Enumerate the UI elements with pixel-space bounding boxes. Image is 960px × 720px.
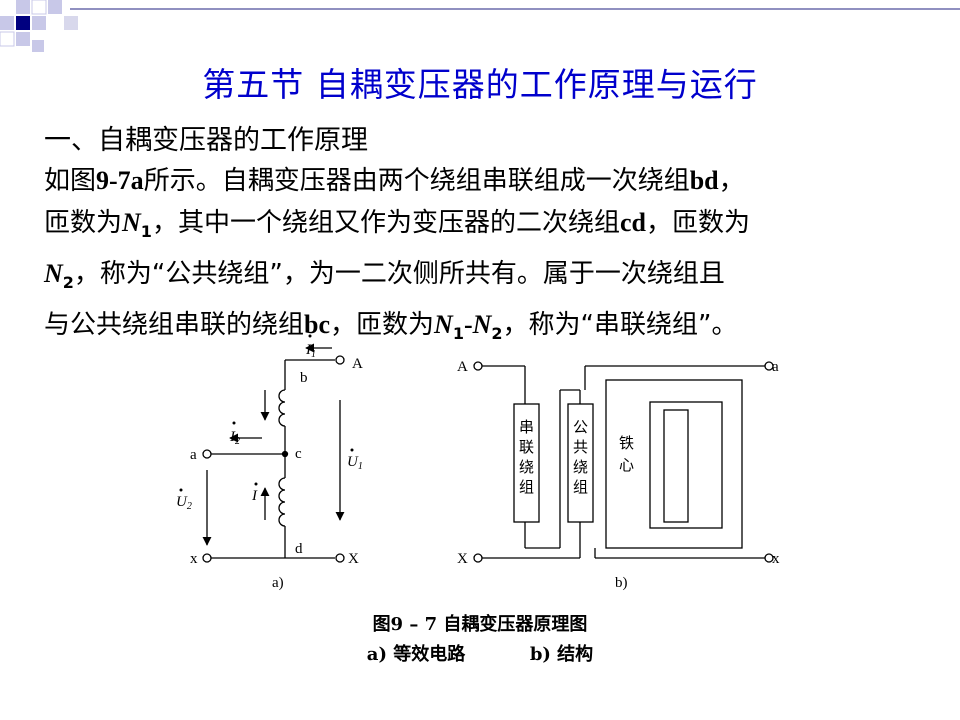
equivalent-circuit	[202, 343, 345, 563]
struct-A-label: A	[457, 359, 468, 375]
caption-part-a: a) 等效电路	[366, 644, 466, 665]
paragraph-line-4: 与公共绕组串联的绕组bc，匝数为N1-N2，称为“串联绕组”。	[44, 310, 738, 344]
common-winding-char-2: 共	[573, 438, 588, 456]
figure-caption-title: 图9 – 7 自耦变压器原理图	[372, 614, 588, 635]
voltage-U1-label: U1	[347, 454, 363, 472]
struct-X-label: X	[457, 551, 468, 567]
terminal-x-label: x	[190, 551, 198, 567]
structure-labels: A a X x 串 联 绕 组 公 共 绕 组 铁 心 b)	[457, 359, 780, 591]
series-winding-char-2: 联	[519, 438, 534, 456]
series-winding-char-4: 组	[519, 478, 534, 496]
node-c-label: c	[295, 446, 302, 462]
node-b-label: b	[300, 370, 308, 386]
series-winding-char-3: 绕	[519, 458, 534, 476]
struct-a-label: a	[772, 359, 779, 375]
corner-decoration	[0, 0, 960, 52]
section-heading: 一、自耦变压器的工作原理	[44, 125, 368, 156]
common-winding-char-3: 绕	[573, 458, 588, 476]
core-char-1: 铁	[619, 434, 634, 452]
caption-part-b: b) 结构	[529, 644, 594, 665]
terminal-X-label: X	[348, 551, 359, 567]
paragraph-line-2: 匝数为N1，其中一个绕组又作为变压器的二次绕组cd，匝数为	[44, 208, 750, 242]
core-char-2: 心	[619, 456, 634, 474]
body-paragraph: 如图9-7a所示。自耦变压器由两个绕组串联组成一次绕组bd， 匝数为N1，其中一…	[44, 160, 924, 356]
voltage-U2-label: U2	[176, 494, 192, 512]
node-d-label: d	[295, 541, 303, 557]
figure-b-tag: b)	[615, 575, 628, 591]
current-I-label: I	[251, 488, 258, 504]
structure-diagram	[473, 361, 774, 563]
figure-a-tag: a)	[272, 575, 284, 591]
struct-x-label: x	[772, 551, 780, 567]
common-winding-char-1: 公	[573, 418, 588, 436]
slide-title: 第五节 自耦变压器的工作原理与运行	[202, 65, 758, 104]
series-winding-char-1: 串	[519, 418, 534, 436]
terminal-a-label: a	[190, 447, 197, 463]
paragraph-line-1: 如图9-7a所示。自耦变压器由两个绕组串联组成一次绕组bd，	[44, 166, 745, 196]
paragraph-line-3: N2，称为“公共绕组”，为一二次侧所共有。属于一次绕组且	[44, 259, 725, 293]
circuit-labels: b c d A a x X I1 I2 I U1 U2 a)	[176, 334, 363, 591]
current-I1-label: I1	[305, 342, 316, 360]
common-winding-char-4: 组	[573, 478, 588, 496]
terminal-A-label: A	[352, 356, 363, 372]
figure-caption-subtitle: a) 等效电路 b) 结构	[0, 640, 960, 666]
current-I2-label: I2	[229, 429, 240, 447]
